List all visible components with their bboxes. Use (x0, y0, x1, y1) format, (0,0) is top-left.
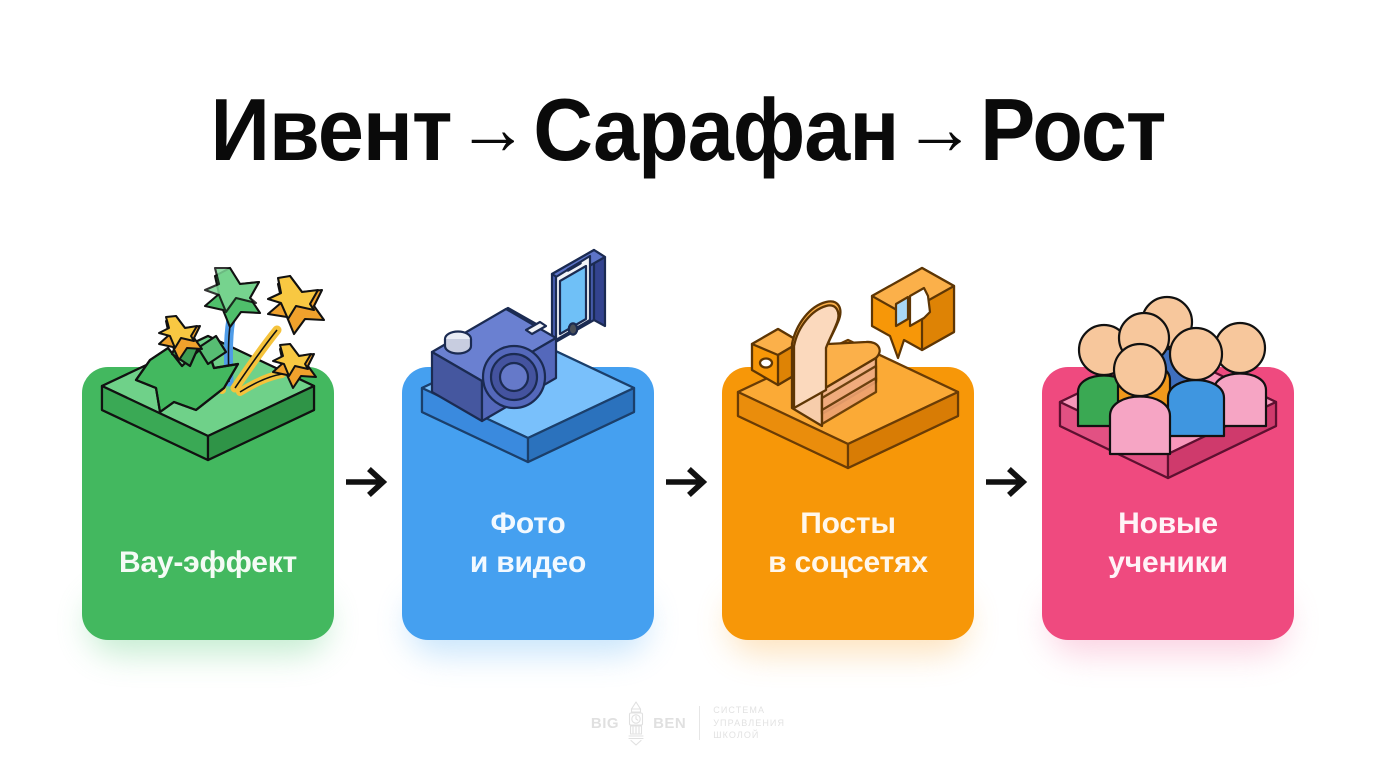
flow-connector-1 (334, 240, 402, 640)
arrow-right-icon (666, 467, 708, 497)
flow-step-1: Вау-эффект (82, 240, 334, 654)
card-label-wow-effect: Вау-эффект (118, 545, 298, 579)
card-label-new-students: Новые ученики (1108, 507, 1228, 579)
title-step-1: Ивент (210, 80, 453, 179)
clock-tower-icon (628, 701, 644, 746)
flow-connector-3 (974, 240, 1042, 640)
flow-step-4: Новые ученики (1042, 240, 1294, 654)
card-new-students[interactable]: Новые ученики (1042, 367, 1294, 654)
arrow-right-icon (986, 467, 1028, 497)
arrow-right-icon (346, 467, 388, 497)
flow-connector-2 (654, 240, 722, 640)
card-surface (1042, 367, 1294, 640)
flow-step-2: Фото и видео (402, 240, 654, 654)
card-photo-video[interactable]: Фото и видео (402, 367, 654, 654)
big-ben-logo: BIG BEN (591, 700, 686, 746)
card-surface (722, 367, 974, 640)
flow-steps-row: Вау-эффект (0, 240, 1376, 654)
logo-word-big: BIG (590, 714, 620, 732)
logo-word-ben: BEN (653, 714, 687, 732)
card-wow-effect[interactable]: Вау-эффект (82, 367, 334, 654)
card-label-photo-video: Фото и видео (469, 507, 587, 579)
card-label-social-posts: Посты в соцсетях (768, 507, 928, 579)
footer-branding: BIG BEN СИСТЕМА УПРАВЛЕНИЯ ШКОЛОЙ (0, 700, 1376, 746)
card-social-posts[interactable]: Посты в соцсетях (722, 367, 974, 654)
logo-divider (699, 706, 701, 740)
title-step-2: Сарафан (533, 80, 899, 179)
card-surface (402, 367, 654, 640)
logo-tagline: СИСТЕМА УПРАВЛЕНИЯ ШКОЛОЙ (713, 704, 786, 741)
flow-step-3: Посты в соцсетях (722, 240, 974, 654)
title-arrow-2-icon: → (904, 86, 975, 171)
page-title: Ивент→Сарафан→Рост (41, 83, 1334, 176)
card-surface (82, 367, 334, 640)
title-step-3: Рост (980, 80, 1166, 179)
title-arrow-1-icon: → (457, 86, 528, 171)
